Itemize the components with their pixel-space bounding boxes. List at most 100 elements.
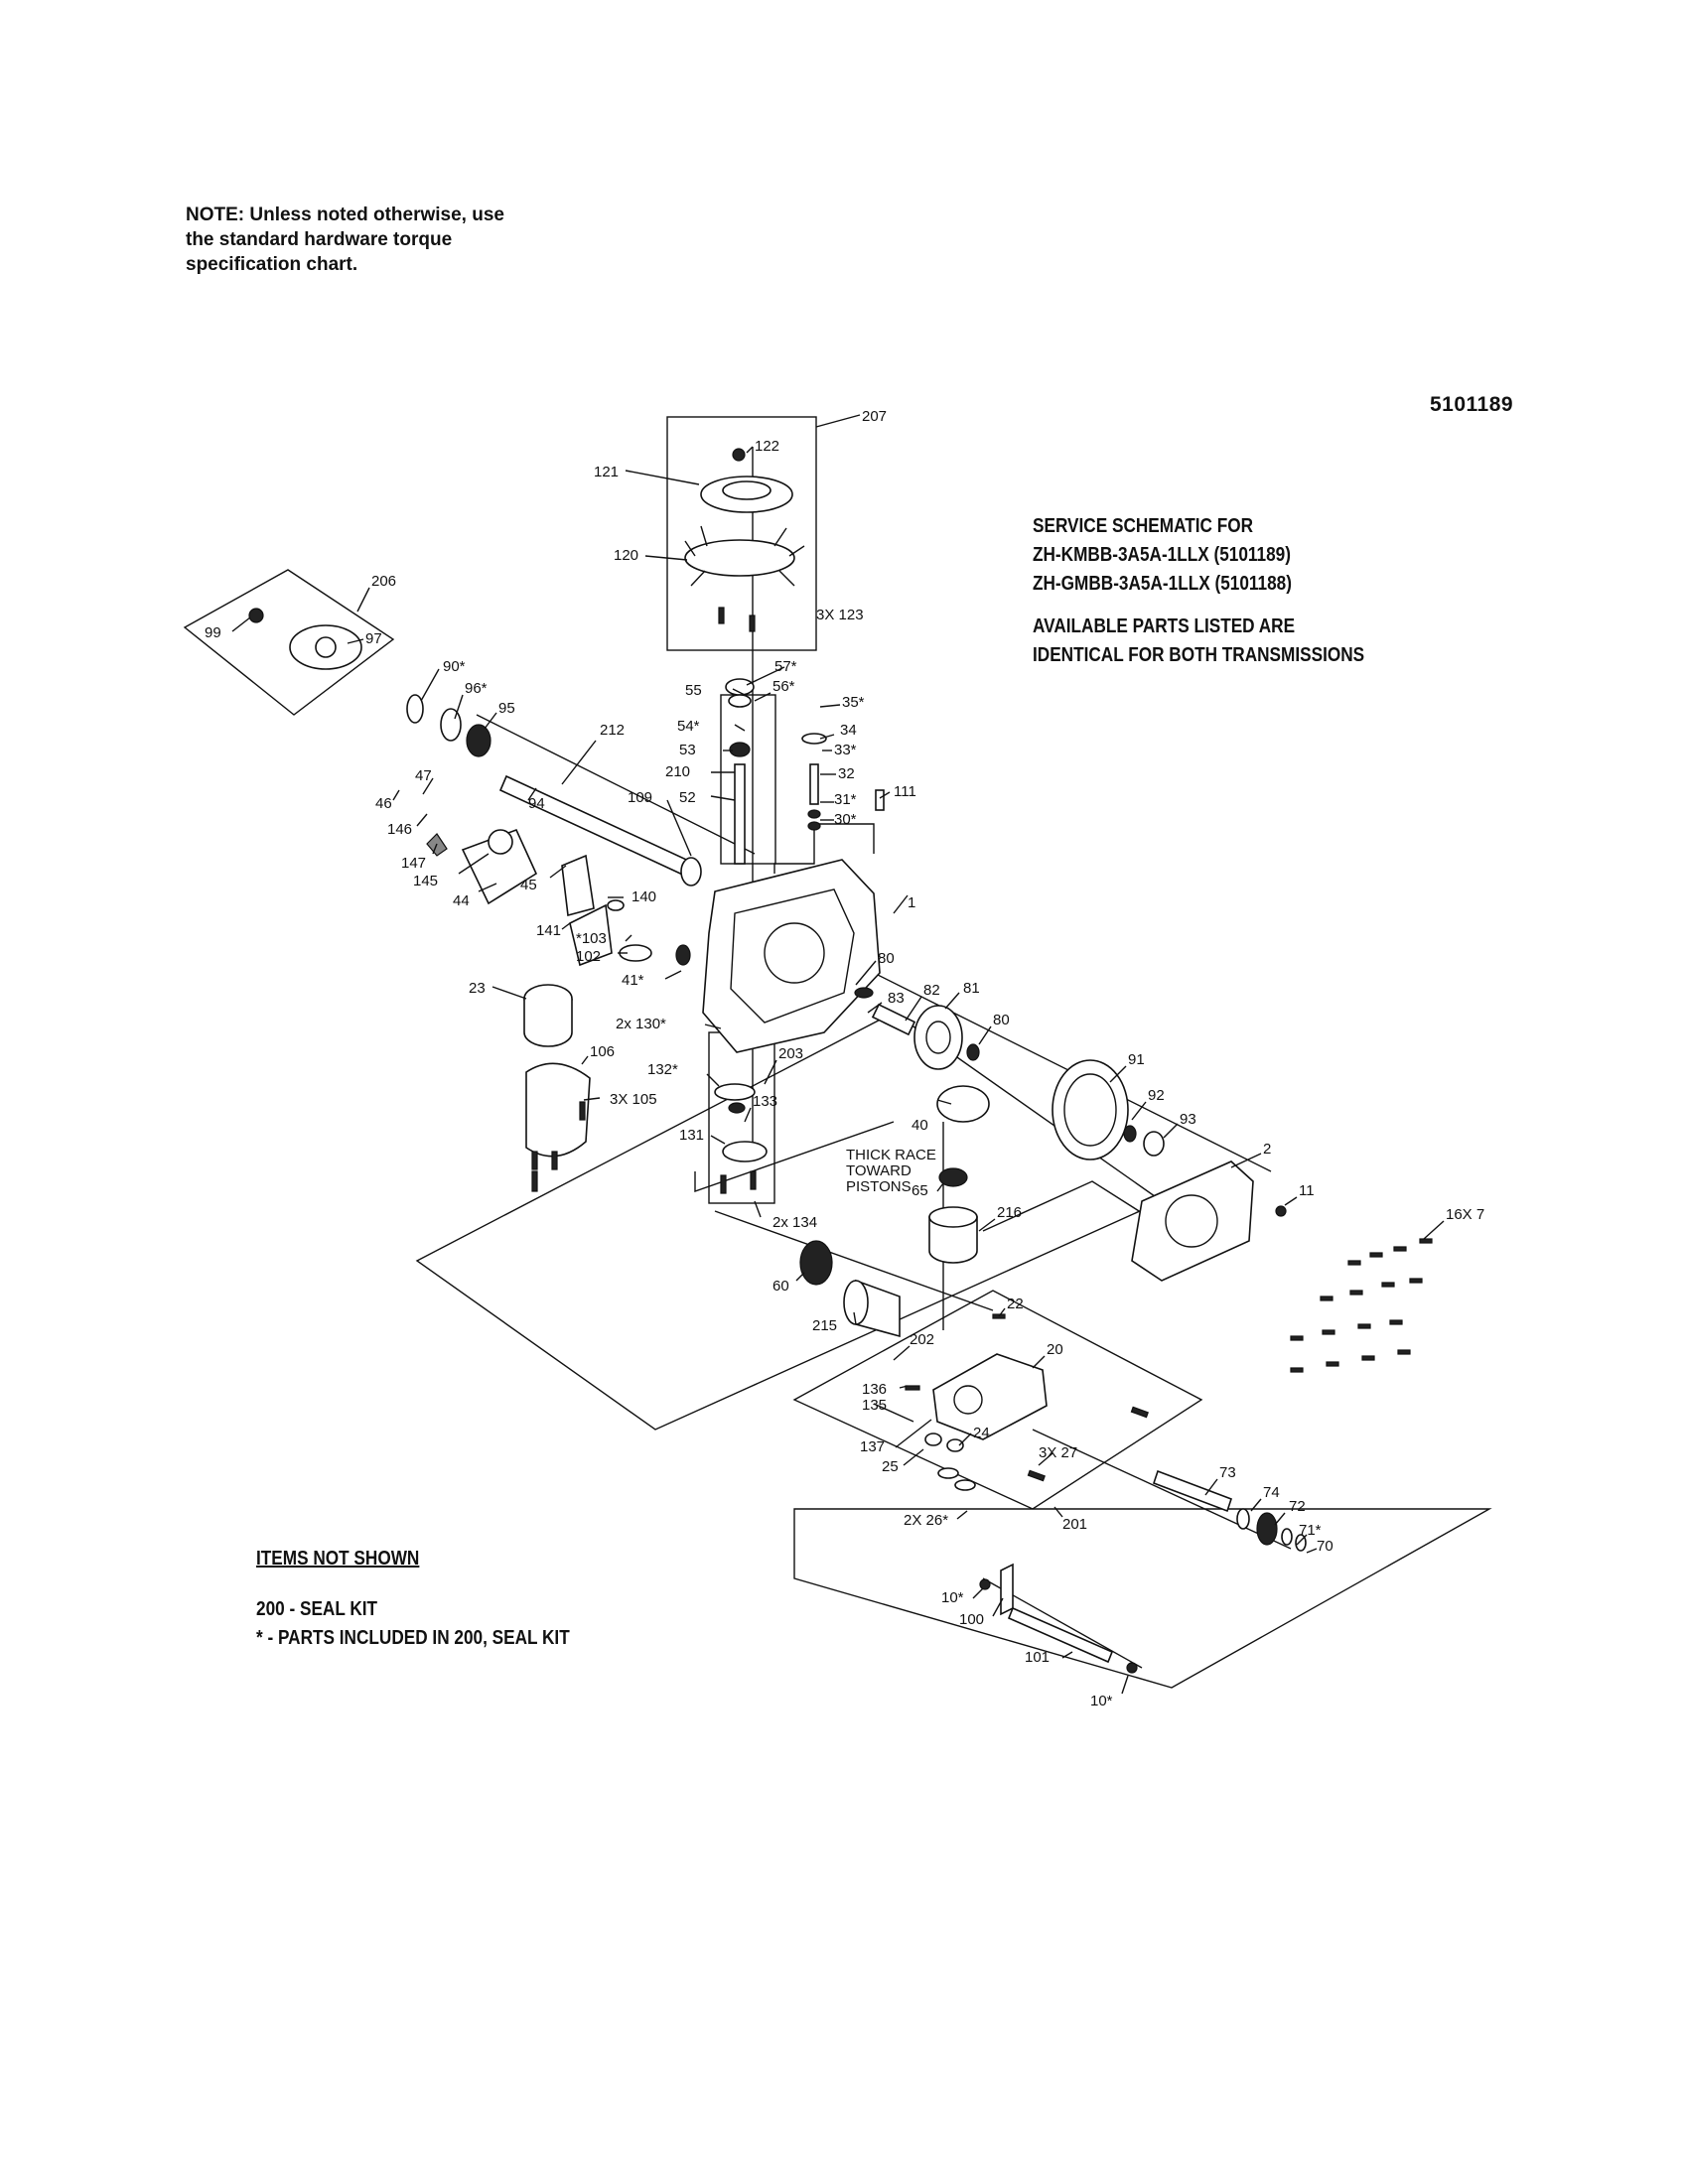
thick-race-line-2: TOWARD [846, 1162, 912, 1179]
note-line-3: specification chart. [186, 254, 358, 275]
gear-axis-line [833, 952, 1272, 1172]
callout-105: 3X 105 [610, 1091, 657, 1108]
cover-shape [1131, 1160, 1254, 1282]
callout-122: 122 [755, 438, 779, 455]
callout-130: 2x 130* [616, 1016, 666, 1032]
seal-kit-box [708, 1031, 775, 1204]
callout-100: 100 [959, 1611, 984, 1628]
callout-216: 216 [997, 1204, 1022, 1221]
callout-22: 22 [1007, 1296, 1024, 1312]
callout-52: 52 [679, 789, 696, 806]
callout-145: 145 [413, 873, 438, 889]
callout-56: 56* [772, 678, 795, 695]
callout-71: 71* [1299, 1522, 1322, 1539]
bolt-27b-shape [1130, 1406, 1149, 1419]
callout-2: 2 [1263, 1141, 1271, 1158]
callout-34: 34 [840, 722, 857, 739]
oring-26a-shape [937, 1467, 959, 1479]
motor-215-face-shape [843, 1280, 869, 1325]
schematic-title-block: SERVICE SCHEMATIC FOR ZH-KMBB-3A5A-1LLX … [1033, 512, 1364, 670]
callout-202: 202 [910, 1331, 934, 1348]
housing-detail-shape [730, 888, 855, 1024]
seal-131-shape [722, 1141, 768, 1162]
callout-121: 121 [594, 464, 619, 480]
schematic-line-4: AVAILABLE PARTS LISTED ARE [1033, 615, 1296, 637]
seal-kit-line: 200 - SEAL KIT [256, 1598, 378, 1620]
diff-40-shape [936, 1085, 990, 1123]
callout-140: 140 [632, 888, 656, 905]
arm-100-shape [1000, 1563, 1014, 1616]
oring-30-shape [807, 821, 821, 831]
center-section-shape [932, 1353, 1048, 1440]
callout-40: 40 [912, 1117, 928, 1134]
cover-screws-shape [1290, 1238, 1433, 1373]
callout-80b: 80 [993, 1012, 1010, 1028]
washer-140-shape [607, 899, 625, 911]
schematic-line-5: IDENTICAL FOR BOTH TRANSMISSIONS [1033, 644, 1365, 666]
callout-65: 65 [912, 1182, 928, 1199]
callout-73: 73 [1219, 1464, 1236, 1481]
input-shaft-shape [734, 763, 746, 865]
callout-45: 45 [520, 877, 537, 893]
shaft-kit-box [720, 694, 776, 865]
oring-10b-shape [1126, 1662, 1138, 1674]
callout-24: 24 [973, 1425, 990, 1441]
callout-82: 82 [923, 982, 940, 999]
motor-axis-line [714, 1210, 994, 1311]
callout-147: 147 [401, 855, 426, 872]
callout-81: 81 [963, 980, 980, 997]
cam-145-shape [488, 829, 513, 855]
shaft-101-shape [1007, 1606, 1114, 1664]
oring-31-shape [807, 809, 821, 819]
washer-80b-shape [966, 1043, 980, 1061]
filter-body-shape [523, 999, 573, 1047]
note-line-2: the standard hardware torque [186, 229, 453, 250]
washer-71-shape [1281, 1528, 1293, 1546]
callout-206: 206 [371, 573, 396, 590]
bearing-95-shape [466, 724, 491, 757]
nut-99-shape [248, 608, 264, 623]
callout-72: 72 [1289, 1498, 1306, 1515]
schematic-line-2: ZH-KMBB-3A5A-1LLX (5101189) [1033, 544, 1291, 566]
callout-207: 207 [862, 408, 887, 425]
callout-41: 41* [622, 972, 644, 989]
diagram-part-number: 5101189 [1430, 393, 1514, 416]
callout-106: 106 [590, 1043, 615, 1060]
callout-123: 3X 123 [816, 607, 864, 623]
washer-41-shape [675, 944, 691, 966]
bearing-133-shape [728, 1102, 746, 1114]
bolt-27a-shape [1027, 1469, 1046, 1482]
valve-136-shape [905, 1385, 920, 1391]
callout-135: 135 [862, 1397, 887, 1414]
schematic-line-1: SERVICE SCHEMATIC FOR [1033, 515, 1254, 537]
oring-132-shape [714, 1083, 756, 1101]
callout-11: 11 [1299, 1182, 1315, 1199]
fan-kit-box [666, 416, 817, 651]
kit-leader [773, 823, 875, 874]
shaft-73-shape [1152, 1469, 1233, 1513]
bearing-93-shape [1143, 1131, 1165, 1157]
callout-212: 212 [600, 722, 625, 739]
main-housing-shape [702, 859, 881, 1053]
bearing-53-shape [729, 742, 751, 757]
screw-11-shape [1275, 1205, 1287, 1217]
washer-80a-shape [854, 987, 874, 999]
callout-93: 93 [1180, 1111, 1196, 1128]
shield-screws-shape [531, 1101, 586, 1192]
callout-44: 44 [453, 892, 470, 909]
fan-shape [684, 539, 795, 577]
plug-25-shape [924, 1433, 942, 1446]
oring-10a-shape [979, 1578, 991, 1590]
callout-102: 102 [576, 948, 601, 965]
callout-134: 2x 134 [772, 1214, 817, 1231]
callout-133: 133 [753, 1093, 777, 1110]
callout-1: 1 [908, 894, 915, 911]
washer-74-shape [1236, 1508, 1250, 1530]
schematic-line-3: ZH-GMBB-3A5A-1LLX (5101188) [1033, 573, 1292, 595]
shield-106-shape [525, 1062, 591, 1158]
callout-27: 3X 27 [1039, 1444, 1077, 1461]
callout-25: 25 [882, 1458, 899, 1475]
gear-72-shape [1256, 1512, 1278, 1546]
items-not-shown-title: ITEMS NOT SHOWN [256, 1548, 420, 1570]
callout-103: *103 [576, 930, 607, 947]
